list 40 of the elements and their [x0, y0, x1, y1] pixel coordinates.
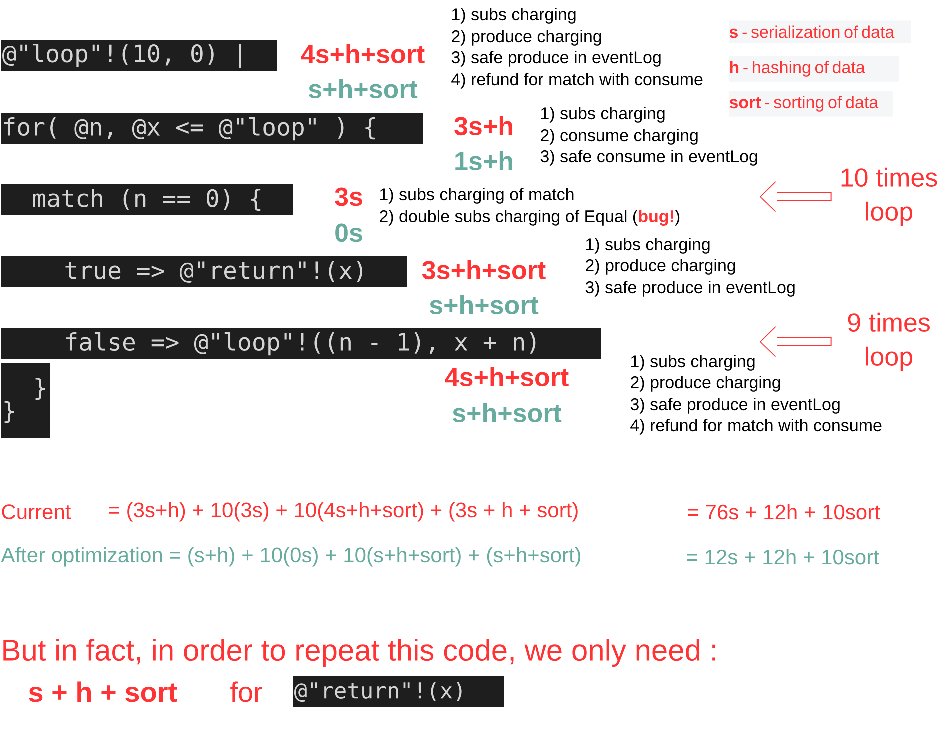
definition-text: s - serialization of data — [729, 20, 912, 44]
note-text: 4) refund for match with consume — [452, 73, 703, 89]
cost-label: s+h+sort — [430, 295, 539, 315]
code-block: } } — [1, 363, 50, 438]
note-text: 3) safe produce in eventLog — [452, 51, 661, 67]
cost-label: 4s+h+sort — [301, 44, 425, 64]
note-text: 1) subs charging — [632, 355, 755, 371]
definition-text: h - hashing of data — [729, 56, 900, 82]
cost-label: 0s — [336, 224, 362, 242]
note-text: 2) double subs charging of Equal (bug!) — [380, 210, 680, 226]
note-text: 3) safe produce in eventLog — [586, 281, 795, 297]
note-text: 4) refund for match with consume — [630, 419, 882, 435]
note-text: 1) subs charging — [452, 8, 576, 24]
note-text: 1) subs charging — [586, 238, 710, 254]
cost-label: s+h+sort — [309, 79, 418, 99]
note-text: 1) subs charging of match — [380, 188, 574, 204]
cost-label: 3s — [335, 188, 362, 206]
loop-count-text: 9 times loop — [848, 312, 930, 372]
cost-label: s+h+sort — [453, 403, 562, 423]
definition-text: sort - sorting of data — [729, 91, 894, 117]
formula-text: = 12s + 12h + 10sort — [687, 549, 880, 565]
note-text: 3) safe consume in eventLog — [540, 150, 758, 166]
note-text: 1) subs charging — [542, 107, 665, 123]
loop-count-text: 10 times loop — [842, 168, 938, 226]
formula-text: But in fact, in order to repeat this code, we only need : — [4, 639, 716, 667]
note-text: 2) produce charging — [631, 376, 780, 392]
note-text: 3) safe produce in eventLog — [630, 398, 840, 414]
cost-label: 3s+h+sort — [422, 260, 546, 280]
formula-text: After optimization = (s+h) + 10(0s) + 10(s+h+sort) + (s+h+sort) — [1, 547, 581, 567]
formula-text: for — [230, 682, 262, 702]
emphasis-text: s + h + sort — [29, 682, 178, 702]
cost-label: 1s+h — [456, 151, 512, 171]
formula-text: = (3s+h) + 10(3s) + 10(4s+h+sort) + (3s + h + sort) — [109, 502, 578, 522]
note-text: 2) produce charging — [586, 259, 736, 275]
note-text: 2) produce charging — [452, 30, 602, 46]
formula-text: = 76s + 12h + 10sort — [688, 504, 880, 520]
formula-text: Current — [2, 504, 72, 520]
cost-label: 4s+h+sort — [445, 367, 569, 387]
note-text: 2) consume charging — [541, 129, 698, 145]
cost-label: 3s+h — [454, 116, 512, 136]
